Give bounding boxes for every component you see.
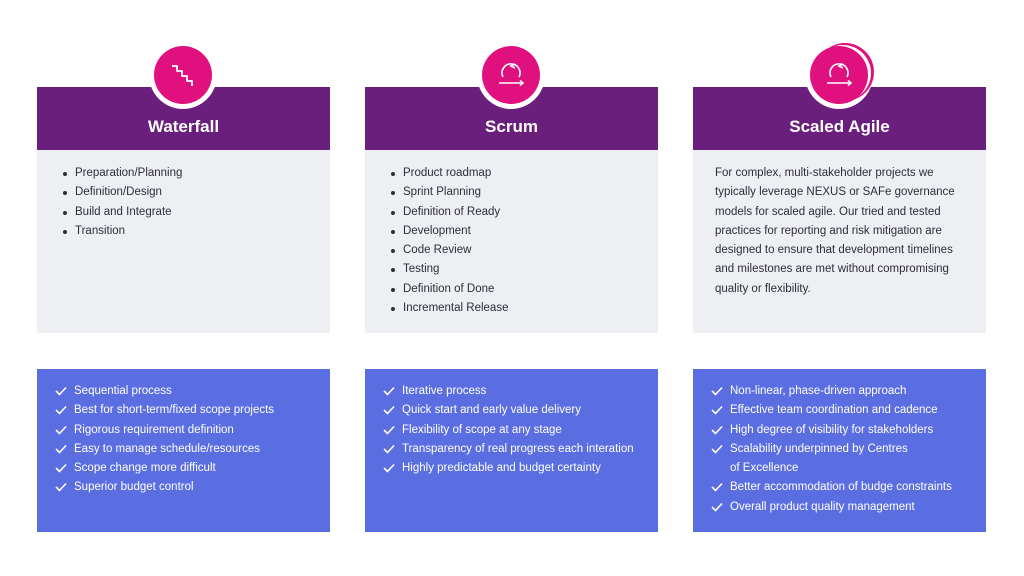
check-icon: [383, 464, 395, 473]
feature-item: Effective team coordination and cadence: [711, 401, 972, 420]
check-icon: [711, 406, 723, 415]
description-text: For complex, multi-stakeholder projects …: [715, 167, 955, 295]
list-item: Definition of Ready: [391, 203, 636, 222]
list-item: Build and Integrate: [63, 203, 308, 222]
scaled-agile-description-box: For complex, multi-stakeholder projects …: [693, 150, 986, 333]
list-item: Development: [391, 222, 636, 241]
waterfall-phases: Preparation/Planning Definition/Design B…: [37, 150, 330, 333]
feature-item: Rigorous requirement definition: [55, 421, 316, 440]
check-icon: [383, 386, 395, 396]
stacked-cycle-icon: [827, 63, 853, 87]
check-icon: [711, 502, 723, 512]
feature-item: Easy to manage schedule/resources: [55, 440, 316, 459]
stairs-icon: [172, 65, 193, 86]
check-icon: [55, 425, 67, 435]
column-title: Waterfall: [147, 117, 220, 136]
feature-item: Scalability underpinned by Centres: [711, 440, 972, 459]
scrum-features: Iterative process Quick start and early …: [365, 369, 658, 532]
waterfall-features: Sequential process Best for short-term/f…: [37, 369, 330, 532]
feature-item: Quick start and early value delivery: [383, 401, 644, 420]
feature-item: Scope change more difficult: [55, 459, 316, 478]
scrum-badge: [477, 41, 545, 109]
feature-item: Better accommodation of budge constraint…: [711, 478, 972, 497]
check-icon: [55, 406, 67, 415]
list-item: Testing: [391, 260, 636, 279]
scrum-phases: Product roadmap Sprint Planning Definiti…: [365, 150, 658, 333]
check-icon: [383, 444, 395, 454]
feature-item: Flexibility of scope at any stage: [383, 421, 644, 440]
check-icon: [383, 425, 395, 435]
column-title: Scrum: [485, 117, 538, 136]
list-item: Sprint Planning: [391, 183, 636, 202]
check-icon: [55, 444, 67, 454]
check-icon: [383, 406, 395, 415]
list-item: Definition/Design: [63, 183, 308, 202]
check-icon: [711, 444, 723, 454]
check-icon: [711, 483, 723, 493]
check-icon: [711, 386, 723, 396]
list-item: Preparation/Planning: [63, 164, 308, 183]
feature-item: Overall product quality management: [711, 498, 972, 517]
feature-item: High degree of visibility for stakeholde…: [711, 421, 972, 440]
feature-item-continuation: of Excellence: [730, 462, 799, 475]
list-item: Code Review: [391, 241, 636, 260]
feature-item: Best for short-term/fixed scope projects: [55, 401, 316, 420]
cycle-arrow-icon: [499, 63, 525, 87]
check-icon: [711, 425, 723, 435]
feature-item: Transparency of real progress each inter…: [383, 440, 644, 459]
check-icon: [55, 483, 67, 493]
list-item: Incremental Release: [391, 299, 636, 318]
check-icon: [55, 386, 67, 396]
feature-item: Iterative process: [383, 382, 644, 401]
scaled-agile-features: Non-linear, phase-driven approach Effect…: [693, 369, 986, 532]
feature-item: Superior budget control: [55, 478, 316, 497]
scaled-agile-badge: [805, 41, 873, 109]
column-title: Scaled Agile: [789, 117, 890, 136]
feature-item: Highly predictable and budget certainty: [383, 459, 644, 478]
waterfall-badge: [149, 41, 217, 109]
list-item: Product roadmap: [391, 164, 636, 183]
list-item: Transition: [63, 222, 308, 241]
feature-item: Sequential process: [55, 382, 316, 401]
list-item: Definition of Done: [391, 280, 636, 299]
feature-item: Non-linear, phase-driven approach: [711, 382, 972, 401]
check-icon: [55, 464, 67, 473]
